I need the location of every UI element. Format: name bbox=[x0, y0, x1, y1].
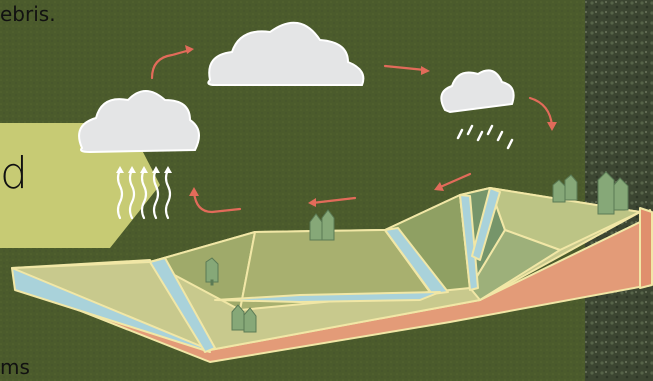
cloud-icon bbox=[208, 23, 363, 85]
tree-icon bbox=[553, 175, 577, 202]
soil-side bbox=[640, 208, 652, 288]
tree-icon bbox=[206, 258, 218, 285]
evaporation-arrowheads bbox=[116, 166, 172, 173]
tree-icon bbox=[310, 210, 334, 240]
evaporation-icon bbox=[118, 170, 170, 218]
tree-icon bbox=[598, 172, 628, 214]
cloud-icon bbox=[79, 91, 199, 152]
cloud-icon bbox=[441, 70, 513, 112]
rain-icon bbox=[458, 126, 512, 148]
landscape-block bbox=[12, 188, 652, 362]
